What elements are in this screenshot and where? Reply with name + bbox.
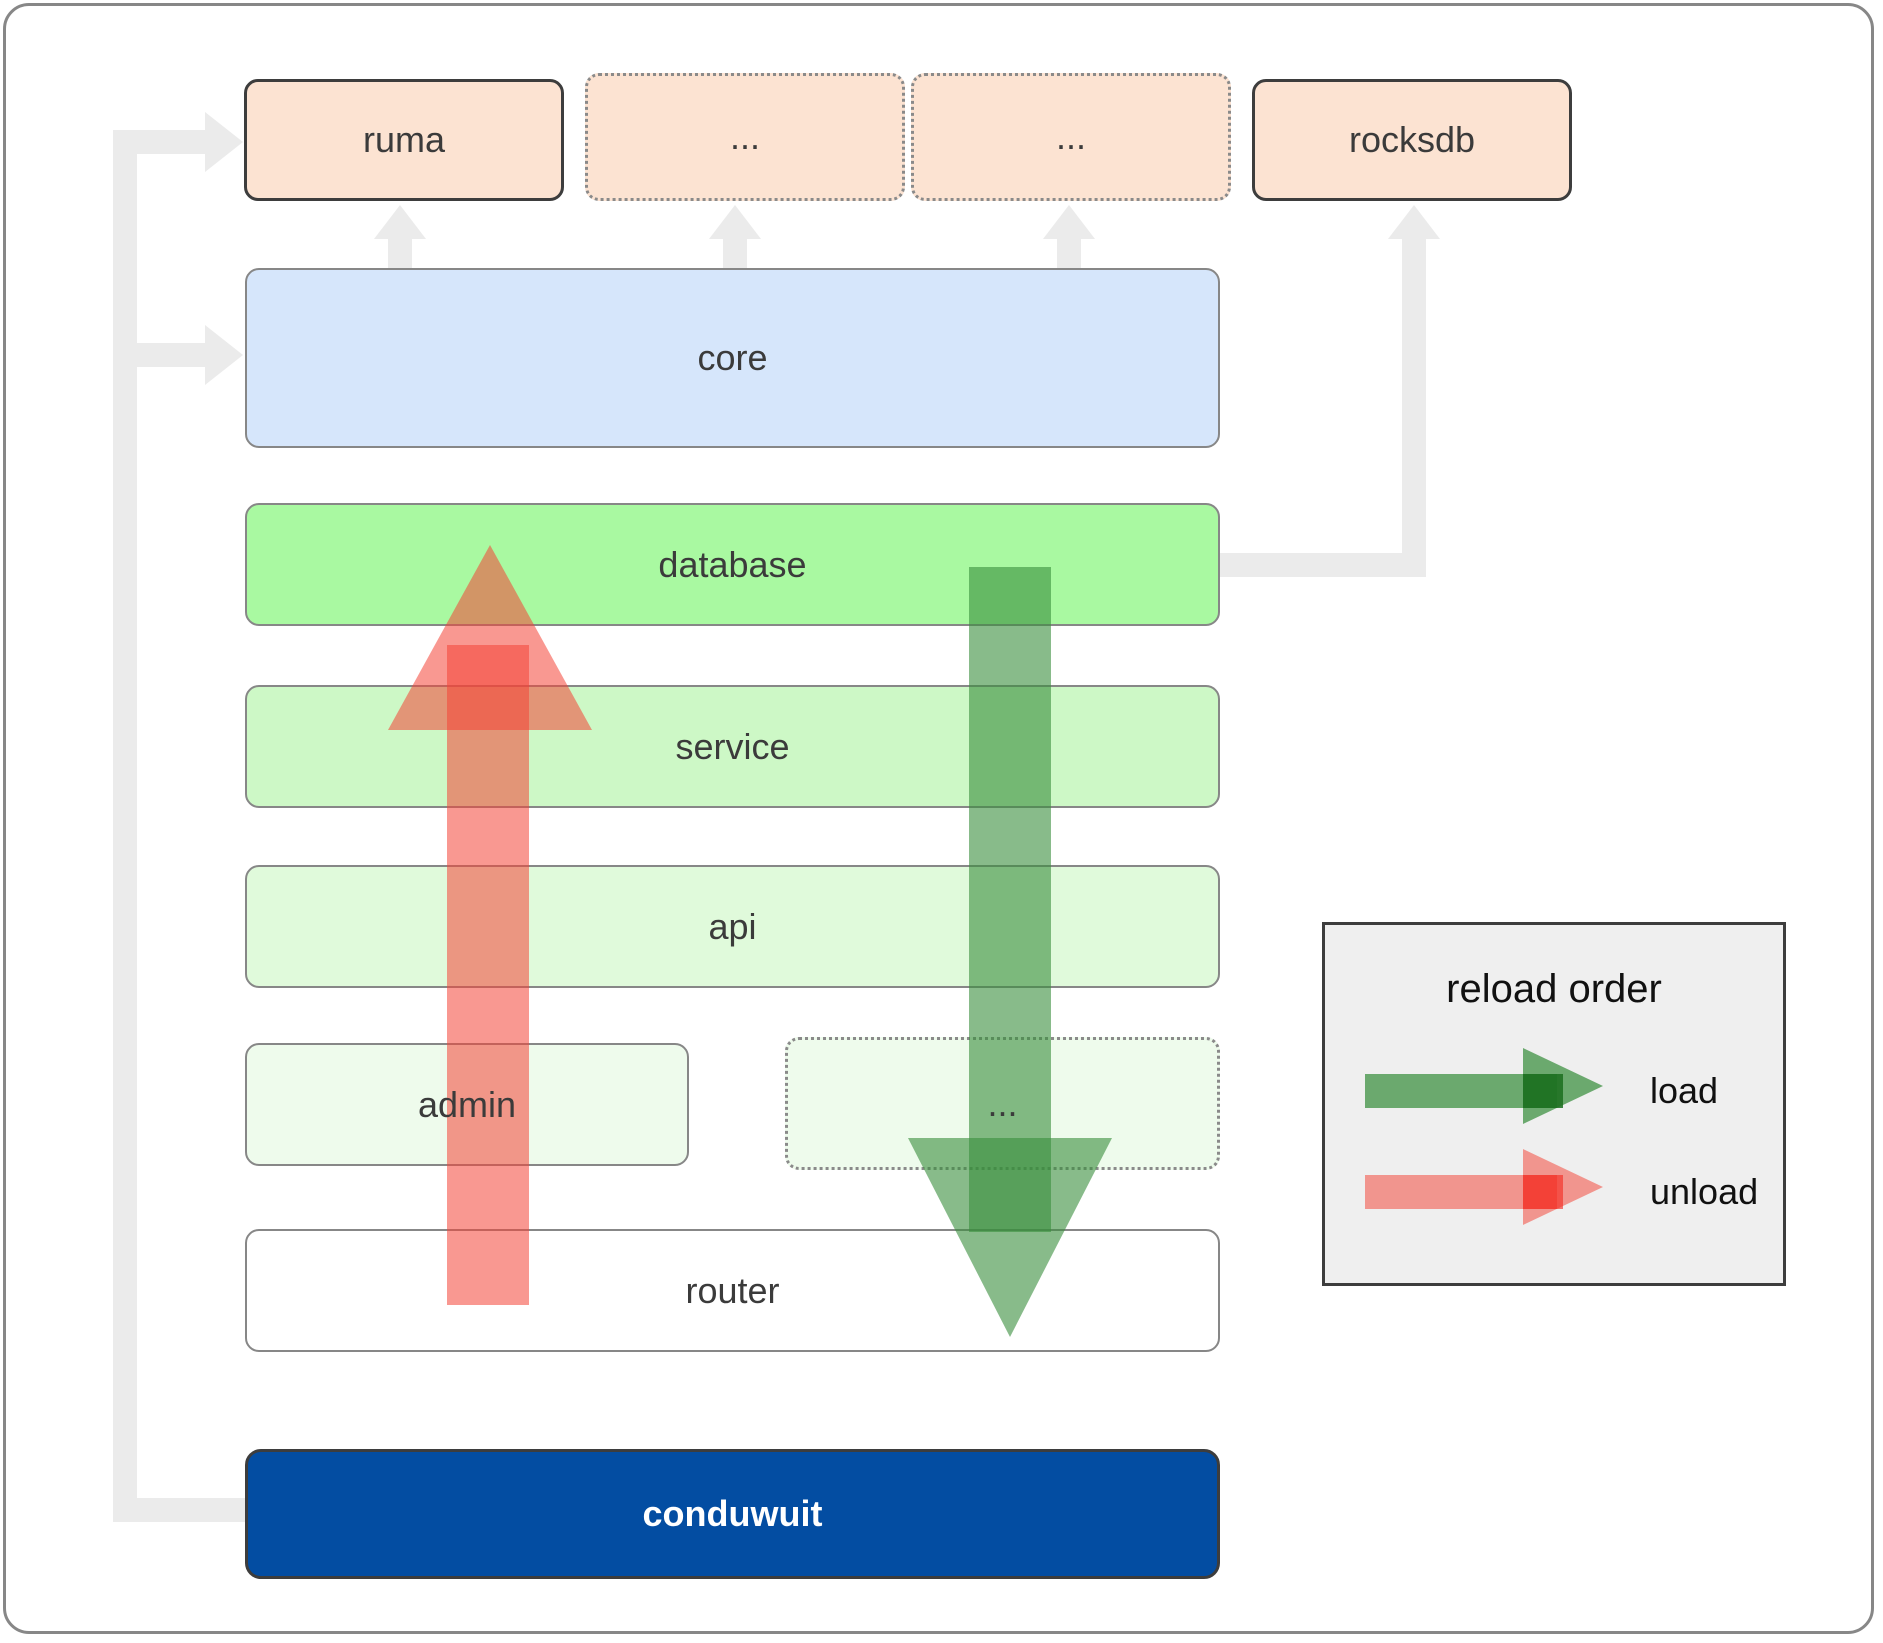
connector-to-ruma-line bbox=[113, 130, 213, 154]
node-service-label: service bbox=[675, 725, 790, 767]
connector-left-bottom-horizontal bbox=[113, 1498, 253, 1522]
connector-database-to-rocksdb-horizontal bbox=[1218, 553, 1426, 577]
legend-unload-arrow-overlap bbox=[1523, 1175, 1563, 1209]
node-ellipsis-top-1[interactable]: ... bbox=[585, 73, 905, 201]
connector-database-to-rocksdb-arrow-icon bbox=[1388, 205, 1440, 239]
unload-arrow-head bbox=[388, 545, 592, 730]
load-arrow-head bbox=[908, 1138, 1112, 1337]
node-ellipsis-admin-row-label: ... bbox=[987, 1082, 1018, 1124]
node-rocksdb[interactable]: rocksdb bbox=[1252, 79, 1572, 201]
legend-load-arrow-overlap bbox=[1523, 1074, 1563, 1108]
diagram-frame bbox=[3, 3, 1874, 1634]
node-router-label: router bbox=[685, 1269, 780, 1311]
node-database-label: database bbox=[658, 543, 807, 585]
node-ellipsis-top-2[interactable]: ... bbox=[911, 73, 1231, 201]
node-ellipsis-top-1-label: ... bbox=[729, 116, 760, 157]
node-core-label: core bbox=[697, 337, 768, 378]
node-admin-label: admin bbox=[417, 1083, 517, 1125]
node-core[interactable]: core bbox=[245, 268, 1220, 448]
legend-title: reload order bbox=[1446, 967, 1662, 1011]
unload-arrow-shaft bbox=[447, 645, 529, 1305]
legend-panel: reload order load unload bbox=[1322, 922, 1786, 1286]
legend-load-label: load bbox=[1650, 1070, 1719, 1111]
load-arrow-shaft bbox=[969, 567, 1051, 1232]
connector-core-to-ruma-arrow-icon bbox=[374, 205, 426, 239]
node-rocksdb-label: rocksdb bbox=[1348, 119, 1476, 160]
connector-to-ruma-arrow-icon bbox=[205, 112, 243, 172]
legend-unload-label: unload bbox=[1650, 1171, 1759, 1212]
connector-database-to-rocksdb-vertical bbox=[1402, 236, 1426, 577]
node-conduwuit-label: conduwuit bbox=[642, 1493, 823, 1534]
node-conduwuit[interactable]: conduwuit bbox=[245, 1449, 1220, 1579]
connector-core-to-ellipsis2-arrow-icon bbox=[1043, 205, 1095, 239]
node-api[interactable]: api bbox=[245, 865, 1220, 988]
node-ruma[interactable]: ruma bbox=[244, 79, 564, 201]
connector-to-core-arrow-icon bbox=[205, 325, 243, 385]
node-ellipsis-top-2-label: ... bbox=[1055, 116, 1086, 157]
connector-core-to-ellipsis1-arrow-icon bbox=[709, 205, 761, 239]
node-ruma-label: ruma bbox=[362, 119, 446, 160]
connector-to-core-line bbox=[113, 343, 213, 367]
connector-left-vertical bbox=[113, 130, 137, 1522]
node-api-label: api bbox=[708, 905, 757, 947]
